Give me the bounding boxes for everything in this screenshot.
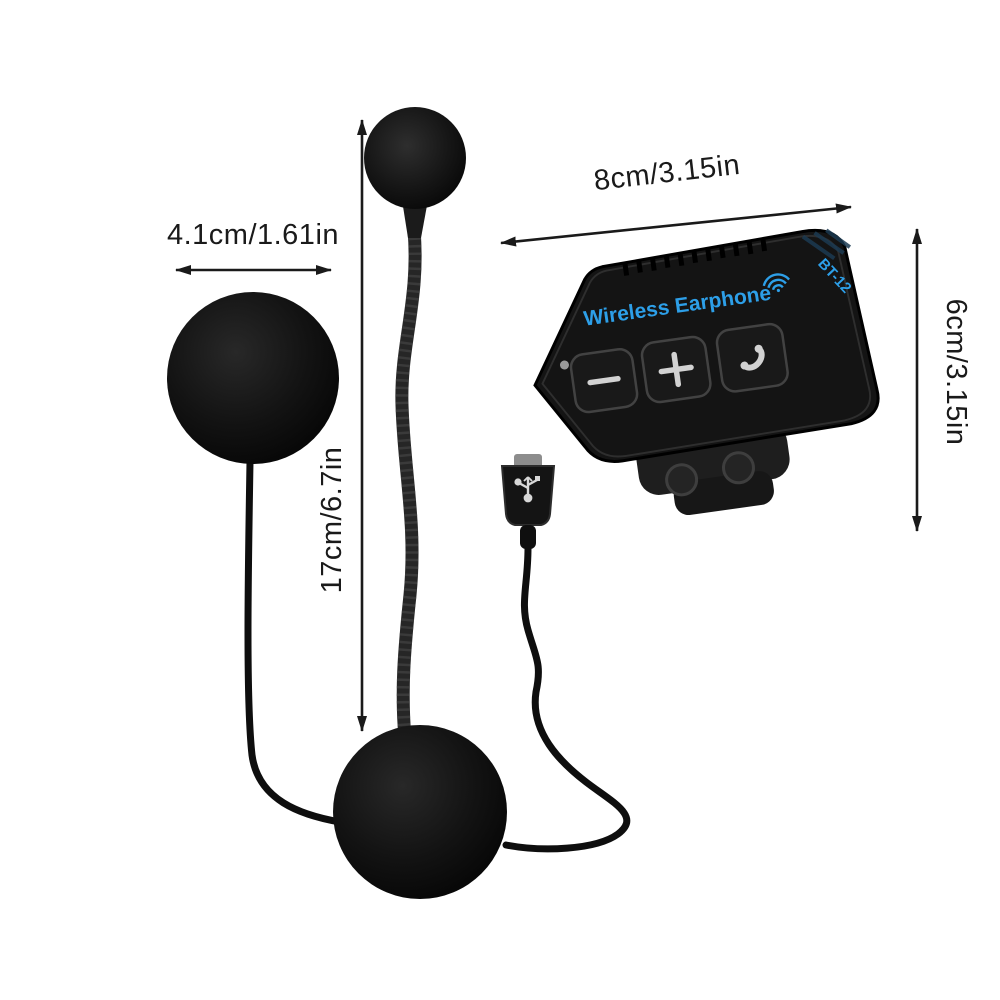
dimension-device-height: 6cm/3.15in (912, 228, 972, 532)
mic-neck (402, 200, 428, 238)
volume-up-button (640, 335, 712, 404)
call-button (715, 322, 789, 393)
usb-connector (500, 454, 556, 549)
bottom-earpad (333, 725, 507, 899)
volume-down-button (569, 348, 639, 414)
usb-metal-tip (514, 454, 542, 468)
clamp-screw-right (721, 451, 755, 485)
signal-icon (762, 273, 791, 293)
control-unit: Wireless Earphone BT-12 (533, 228, 880, 516)
control-unit-bevel (541, 234, 871, 458)
device-width-arrow (500, 203, 852, 247)
earpad-width-label: 4.1cm/1.61in (167, 219, 339, 251)
left-earpad-wire (244, 458, 344, 826)
usb-cable (502, 544, 631, 853)
plus-icon (658, 351, 694, 388)
device-width-label: 8cm/3.15in (592, 149, 742, 197)
dimension-boom-length: 17cm/6.7in (316, 119, 367, 732)
minus-icon (587, 375, 621, 386)
led-indicator (559, 360, 569, 370)
mic-boom-ribs (395, 229, 422, 739)
phone-icon (740, 344, 765, 371)
microphone (364, 107, 466, 745)
dimension-device-width: 8cm/3.15in (500, 149, 852, 247)
dimension-earpad-width: 4.1cm/1.61in (167, 219, 339, 275)
usb-strain-relief (520, 525, 536, 549)
clamp-screw-left (665, 463, 699, 497)
mic-foam (364, 107, 466, 209)
device-height-label: 6cm/3.15in (940, 299, 972, 446)
boom-length-label: 17cm/6.7in (316, 447, 348, 594)
left-earpad (167, 292, 339, 464)
usb-logo-icon (514, 476, 540, 503)
